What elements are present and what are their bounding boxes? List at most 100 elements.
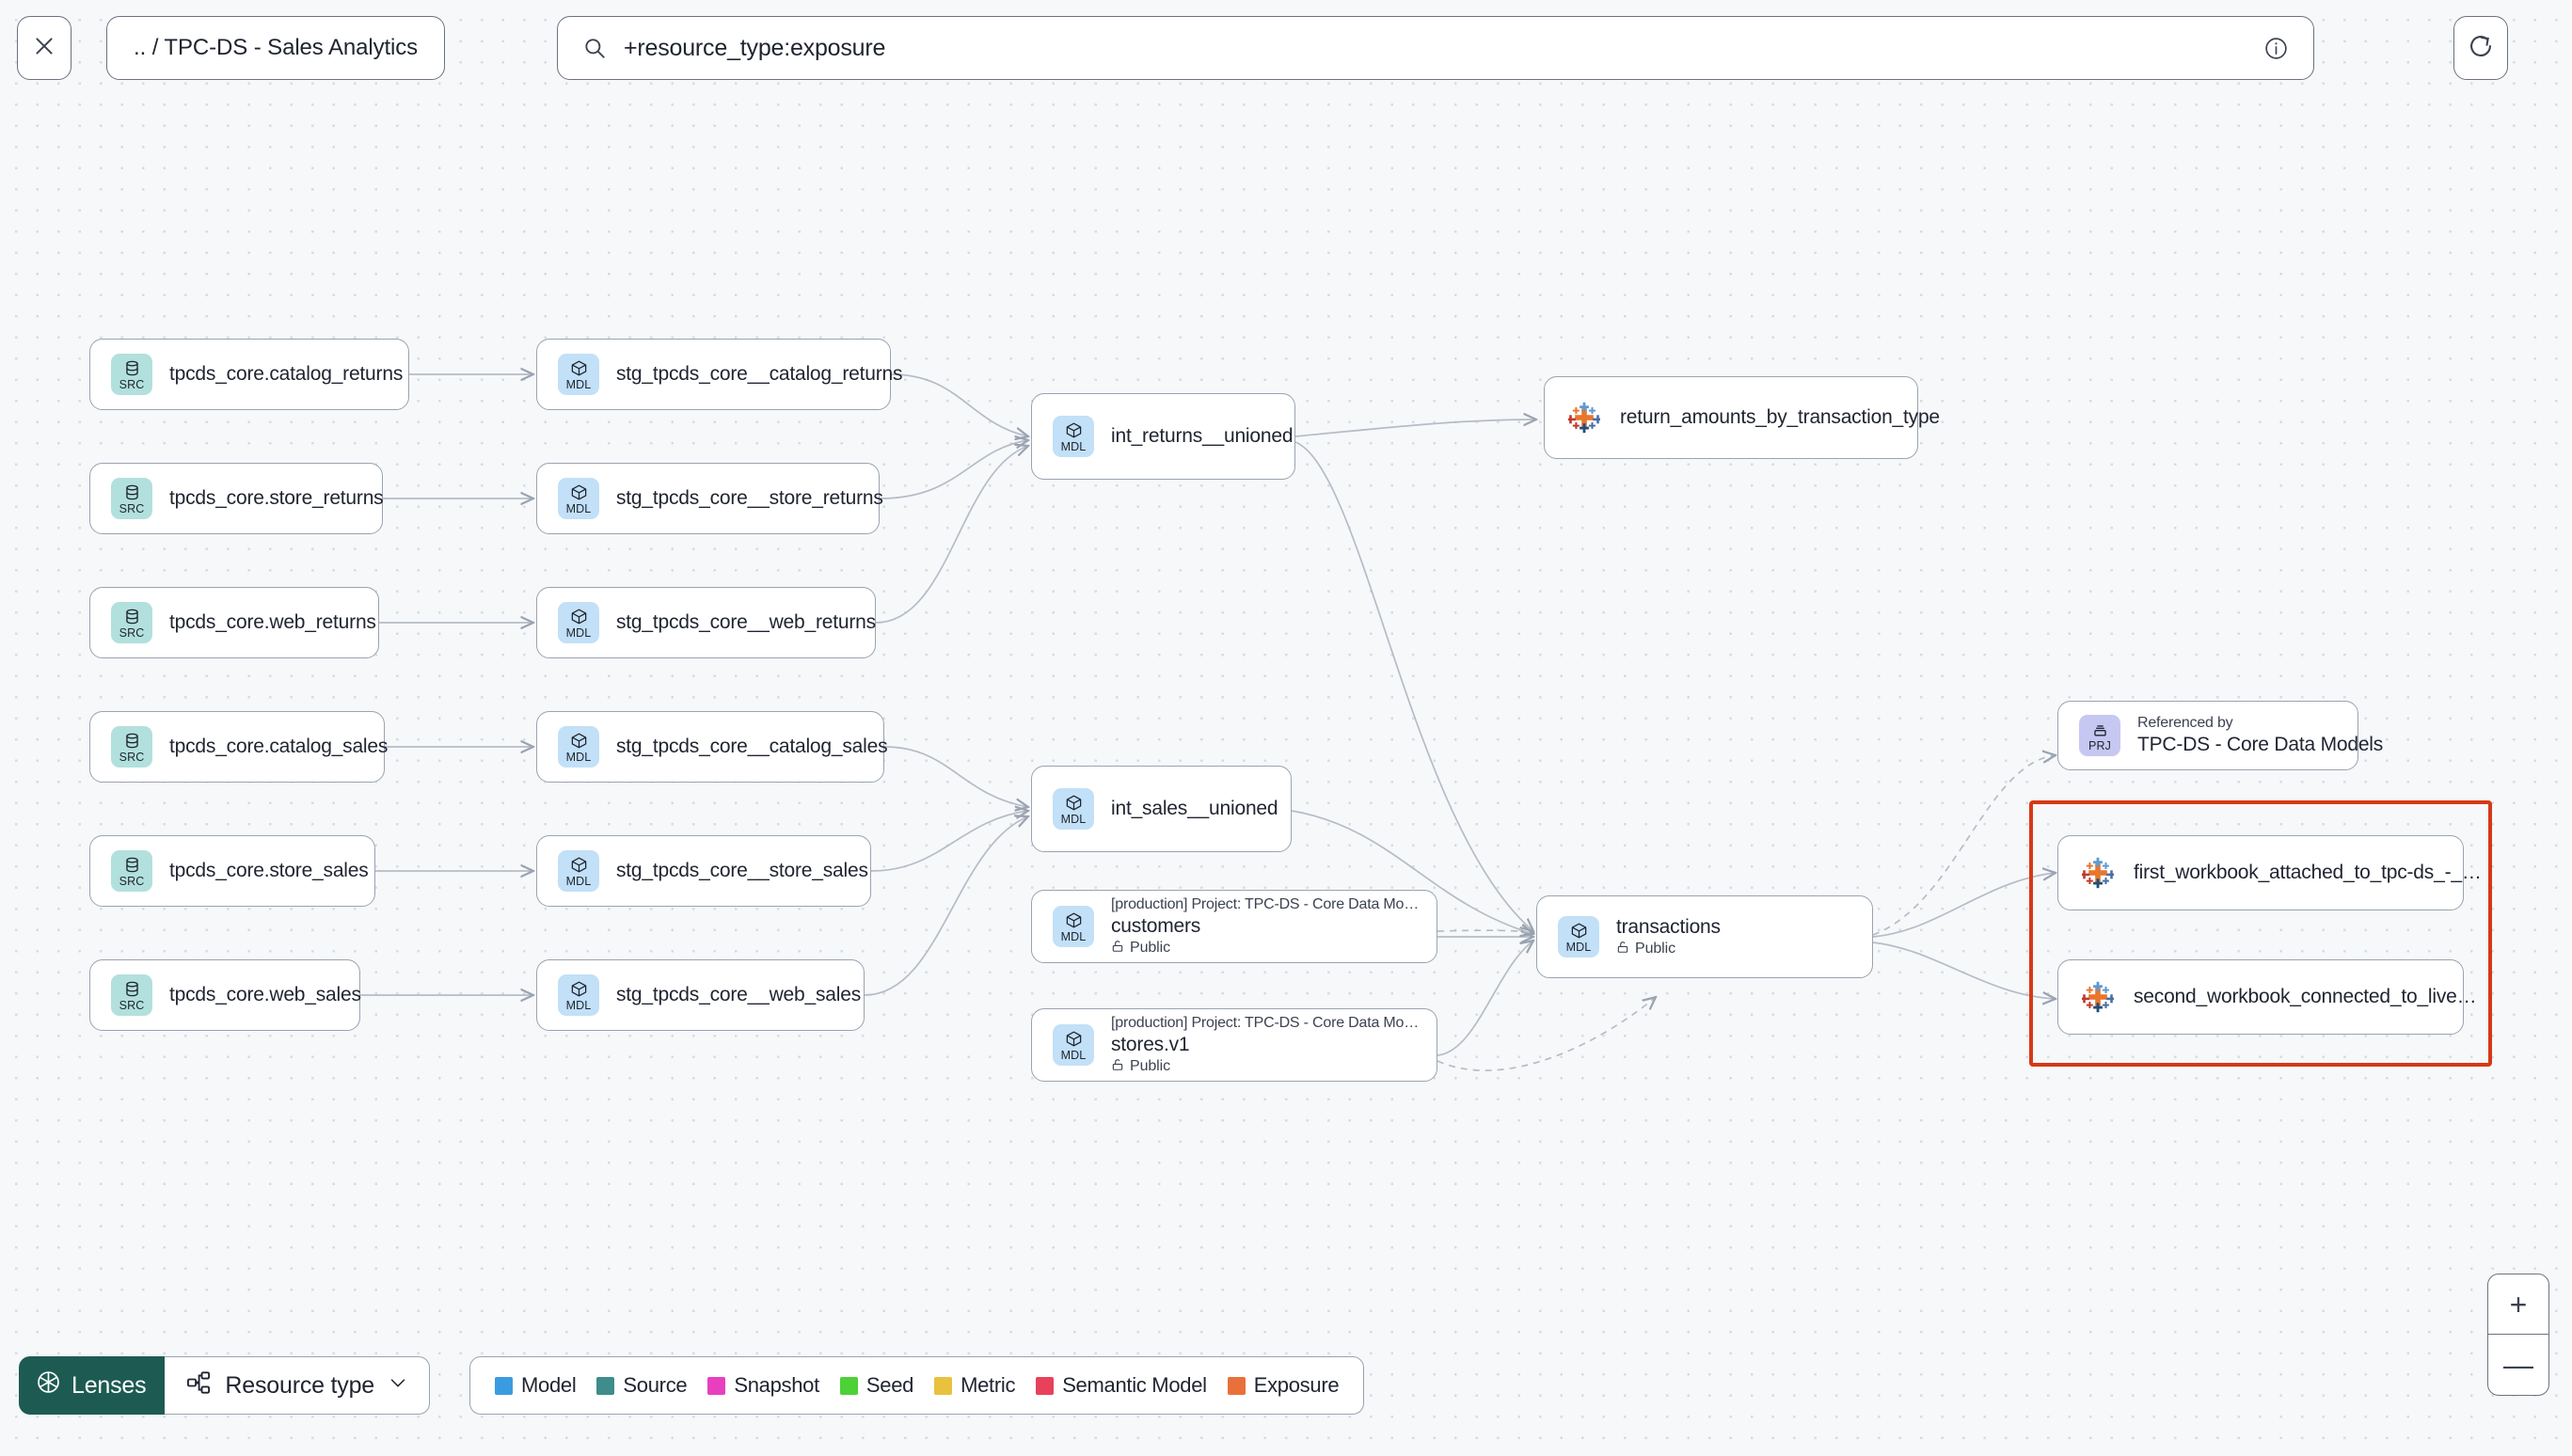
node-model[interactable]: MDL int_sales__unioned: [1031, 766, 1292, 852]
node-label: stg_tpcds_core__web_sales: [616, 984, 862, 1005]
node-label: stg_tpcds_core__store_sales: [616, 860, 868, 881]
node-visibility: Public: [1111, 940, 1419, 957]
breadcrumb[interactable]: .. / TPC-DS - Sales Analytics: [106, 16, 446, 80]
zoom-out-button[interactable]: —: [2488, 1335, 2548, 1395]
minus-icon: —: [2503, 1348, 2533, 1382]
referenced-by-label: Referenced by: [2137, 715, 2233, 731]
node-model[interactable]: MDL stg_tpcds_core__store_returns: [536, 463, 883, 534]
node-source[interactable]: SRC tpcds_core.store_returns: [89, 463, 384, 534]
legend-label: Seed: [865, 1373, 914, 1397]
node-model[interactable]: MDL stg_tpcds_core__web_returns: [536, 587, 876, 658]
legend-item-seed[interactable]: Seed: [839, 1373, 914, 1398]
node-body: [production] Project: TPC-DS - Core Data…: [1111, 1015, 1419, 1076]
node-label: stg_tpcds_core__catalog_returns: [616, 363, 903, 385]
cube-icon: [570, 732, 588, 750]
badge-text: SRC: [119, 875, 145, 888]
node-meta: [production] Project: TPC-DS - Core Data…: [1111, 895, 1420, 912]
badge-text: MDL: [1565, 941, 1592, 954]
node-model[interactable]: MDL stg_tpcds_core__store_sales: [536, 835, 871, 907]
node-model[interactable]: MDL stg_tpcds_core__catalog_sales: [536, 711, 888, 783]
cube-icon: [570, 608, 588, 625]
info-icon[interactable]: [2263, 36, 2289, 61]
node-project-reference[interactable]: PRJ Referenced by TPC-DS - Core Data Mod…: [2057, 701, 2383, 770]
node-body: Referenced by TPC-DS - Core Data Models: [2137, 715, 2383, 756]
badge-text: MDL: [565, 751, 592, 764]
badge-text: SRC: [119, 999, 145, 1012]
search-input[interactable]: +resource_type:exposure: [557, 16, 2314, 80]
node-model-project[interactable]: MDL [production] Project: TPC-DS - Core …: [1031, 1008, 1437, 1082]
node-label: int_returns__unioned: [1111, 425, 1294, 447]
zoom-controls: + —: [2487, 1274, 2549, 1396]
search-icon: [582, 36, 607, 60]
node-exposure[interactable]: return_amounts_by_transaction_type: [1544, 376, 1940, 459]
model-badge: MDL: [1053, 906, 1094, 947]
legend-item-model[interactable]: Model: [495, 1373, 577, 1398]
close-icon: [32, 34, 56, 63]
badge-text: SRC: [119, 502, 145, 515]
stack-icon: [2091, 720, 2109, 738]
legend-item-source[interactable]: Source: [596, 1373, 688, 1398]
source-badge: SRC: [111, 850, 152, 892]
node-source[interactable]: SRC tpcds_core.catalog_sales: [89, 711, 388, 783]
tableau-icon: [1565, 399, 1603, 436]
cube-icon: [570, 483, 588, 501]
lenses-button[interactable]: Lenses: [19, 1356, 166, 1415]
legend: Model Source Snapshot Seed Metric Semant…: [469, 1356, 1365, 1415]
badge-text: SRC: [119, 378, 145, 391]
node-label: tpcds_core.web_sales: [169, 984, 361, 1005]
model-badge: MDL: [1558, 916, 1599, 957]
cube-icon: [1065, 911, 1083, 929]
node-visibility: Public: [1616, 941, 1721, 958]
resource-type-label: Resource type: [225, 1371, 375, 1399]
database-icon: [123, 732, 141, 750]
database-icon: [123, 359, 141, 377]
plus-icon: +: [2509, 1287, 2528, 1321]
node-model[interactable]: MDL stg_tpcds_core__web_sales: [536, 959, 865, 1031]
zoom-in-button[interactable]: +: [2488, 1274, 2548, 1335]
node-label: stg_tpcds_core__store_returns: [616, 487, 883, 509]
node-source[interactable]: SRC tpcds_core.web_returns: [89, 587, 379, 658]
node-model-project[interactable]: MDL [production] Project: TPC-DS - Core …: [1031, 890, 1437, 963]
badge-text: SRC: [119, 751, 145, 764]
model-badge: MDL: [558, 850, 599, 892]
node-exposure[interactable]: first_workbook_attached_to_tpc-ds_-_…: [2057, 835, 2482, 910]
close-button[interactable]: [17, 16, 71, 80]
refresh-button[interactable]: [2453, 16, 2508, 80]
model-badge: MDL: [1053, 1024, 1094, 1066]
node-model[interactable]: MDL int_returns__unioned: [1031, 393, 1295, 480]
legend-item-semantic-model[interactable]: Semantic Model: [1036, 1373, 1207, 1398]
model-badge: MDL: [558, 478, 599, 519]
node-label: transactions: [1616, 915, 1721, 938]
tableau-icon: [2079, 854, 2117, 892]
node-source[interactable]: SRC tpcds_core.web_sales: [89, 959, 361, 1031]
node-body: [production] Project: TPC-DS - Core Data…: [1111, 896, 1419, 957]
badge-text: MDL: [565, 875, 592, 888]
legend-item-snapshot[interactable]: Snapshot: [707, 1373, 819, 1398]
legend-swatch: [495, 1376, 513, 1395]
breadcrumb-label: .. / TPC-DS - Sales Analytics: [134, 35, 419, 60]
node-label: tpcds_core.catalog_returns: [169, 363, 404, 385]
node-exposure[interactable]: second_workbook_connected_to_live…: [2057, 959, 2477, 1035]
database-icon: [123, 980, 141, 998]
badge-text: MDL: [565, 999, 592, 1012]
visibility-label: Public: [1130, 1058, 1170, 1074]
badge-text: MDL: [1060, 1049, 1087, 1062]
node-body: transactions Public: [1616, 916, 1721, 958]
node-model[interactable]: MDL stg_tpcds_core__catalog_returns: [536, 339, 903, 410]
node-source[interactable]: SRC tpcds_core.catalog_returns: [89, 339, 409, 410]
legend-item-exposure[interactable]: Exposure: [1227, 1373, 1340, 1398]
node-label: stores.v1: [1111, 1033, 1190, 1055]
model-badge: MDL: [558, 354, 599, 395]
node-label: customers: [1111, 914, 1201, 937]
node-model-transactions[interactable]: MDL transactions Public: [1536, 895, 1873, 978]
legend-swatch: [596, 1376, 615, 1395]
legend-swatch: [1227, 1376, 1246, 1395]
legend-item-metric[interactable]: Metric: [934, 1373, 1015, 1398]
resource-type-dropdown[interactable]: Resource type: [165, 1356, 431, 1415]
node-source[interactable]: SRC tpcds_core.store_sales: [89, 835, 375, 907]
cube-icon: [1065, 1030, 1083, 1048]
database-icon: [123, 608, 141, 625]
visibility-label: Public: [1635, 941, 1675, 957]
model-badge: MDL: [1053, 416, 1094, 457]
